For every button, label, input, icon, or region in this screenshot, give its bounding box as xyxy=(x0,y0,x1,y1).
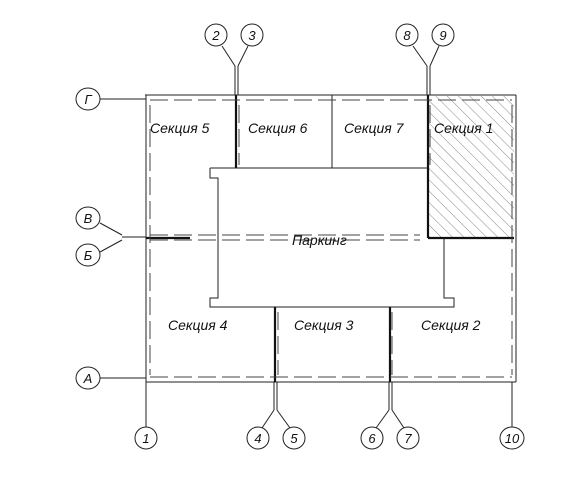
svg-text:10: 10 xyxy=(505,431,520,446)
svg-text:Г: Г xyxy=(84,92,92,107)
section-2-label: Секция 2 xyxy=(421,317,481,333)
axis-bubble-5: 5 xyxy=(282,426,306,450)
axis-bubble-g: Г xyxy=(75,87,101,111)
svg-text:1: 1 xyxy=(142,431,149,446)
section-6-label: Секция 6 xyxy=(248,120,308,136)
axis-bubble-b: Б xyxy=(75,243,101,267)
svg-text:3: 3 xyxy=(248,28,256,43)
section-7-label: Секция 7 xyxy=(344,120,405,136)
section-1-label: Секция 1 xyxy=(434,120,493,136)
axis-bubble-a: А xyxy=(75,366,101,390)
axis-bubble-10: 10 xyxy=(499,426,525,450)
axis-leaders xyxy=(99,45,513,429)
axis-bubble-2: 2 xyxy=(204,23,228,47)
svg-text:7: 7 xyxy=(404,431,412,446)
axis-bubble-9: 9 xyxy=(431,23,455,47)
svg-text:Б: Б xyxy=(84,248,93,263)
building-outline xyxy=(145,94,517,383)
svg-text:4: 4 xyxy=(254,431,261,446)
axis-bubble-1: 1 xyxy=(134,426,158,450)
section-3-label: Секция 3 xyxy=(294,317,354,333)
svg-text:9: 9 xyxy=(439,28,446,43)
section-1-highlight xyxy=(428,96,514,237)
svg-text:5: 5 xyxy=(290,431,298,446)
axis-bubble-6: 6 xyxy=(360,426,384,450)
svg-text:В: В xyxy=(84,211,93,226)
axis-bubble-v: В xyxy=(75,206,101,230)
axis-bubble-3: 3 xyxy=(240,23,264,47)
axis-bubble-8: 8 xyxy=(395,23,419,47)
axis-bubble-7: 7 xyxy=(396,426,420,450)
svg-text:8: 8 xyxy=(403,28,411,43)
section-4-label: Секция 4 xyxy=(168,317,228,333)
axis-dashes xyxy=(149,99,513,378)
svg-text:6: 6 xyxy=(368,431,376,446)
section-5-label: Секция 5 xyxy=(150,120,210,136)
axis-bubble-4: 4 xyxy=(246,426,270,450)
svg-text:2: 2 xyxy=(211,28,220,43)
svg-text:А: А xyxy=(83,371,93,386)
parking-label: Паркинг xyxy=(292,232,347,248)
